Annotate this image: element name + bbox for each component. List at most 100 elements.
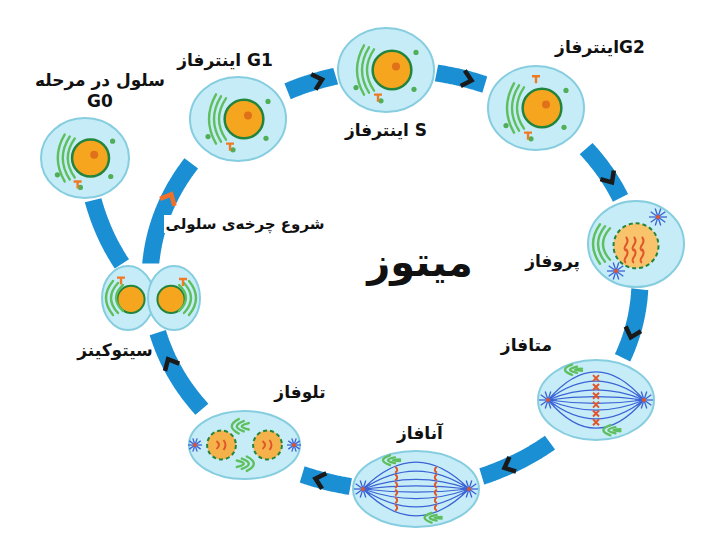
nucleus [373, 51, 412, 90]
centriole [642, 398, 646, 402]
arrow-chevron [160, 194, 174, 206]
cell-node: پروفاز [586, 199, 686, 289]
cell-membrane [41, 118, 129, 198]
centrosome [179, 279, 187, 286]
stage-label: تلوفاز [274, 382, 325, 403]
spindle-fiber [363, 489, 469, 516]
arrow-chevron [311, 74, 322, 89]
arrow-chevron [505, 457, 516, 472]
chromosome [593, 420, 599, 426]
cell-illustration [187, 409, 302, 481]
centrosome [524, 133, 532, 140]
cell-membrane [102, 266, 154, 330]
spindle-fiber [363, 480, 469, 490]
endoplasmic-reticulum [219, 98, 226, 139]
chromosome [593, 393, 599, 399]
chromosome [435, 467, 437, 473]
cycle-connector [158, 333, 202, 410]
arrow-chevron [600, 170, 613, 182]
centrosome [374, 95, 382, 102]
ring-band [151, 163, 192, 263]
chromosome [396, 467, 398, 473]
cell-node: سلول در مرحله G0 [39, 116, 131, 200]
nucleus [522, 89, 561, 128]
centrosome [117, 278, 125, 285]
chromosome [216, 440, 225, 450]
spindle-fiber [548, 400, 644, 419]
spindle-fiber [548, 382, 644, 401]
ring-band [288, 76, 336, 91]
cell-node: اینترفازG2 [486, 64, 586, 152]
organelle-dot [263, 136, 268, 141]
spindle-fiber [363, 462, 469, 489]
cycle-connector [302, 473, 350, 488]
stage-label: پروفاز [525, 251, 580, 272]
endoplasmic-reticulum [435, 517, 442, 519]
cell-illustration [486, 64, 586, 152]
cell-membrane [338, 28, 434, 112]
arrow-chevron [626, 326, 641, 337]
cell-membrane [538, 360, 654, 440]
endoplasmic-reticulum [575, 369, 582, 371]
organelle-dot [503, 123, 508, 128]
endoplasmic-reticulum [68, 138, 75, 177]
ring-band [93, 200, 122, 264]
spindle-fiber [363, 489, 469, 492]
centriole [361, 487, 365, 491]
organelle-dot [55, 172, 60, 177]
edge-label: شروع چرخه‌ی سلولی [164, 215, 327, 233]
cell-membrane [148, 266, 200, 330]
arrow-chevron [165, 359, 179, 371]
centrosome [74, 182, 82, 189]
nucleus [207, 431, 236, 460]
chromosome [435, 475, 437, 481]
ring-band [482, 443, 550, 477]
chromosome [593, 376, 599, 382]
endoplasmic-reticulum [367, 49, 374, 90]
cycle-connector [482, 443, 550, 477]
centrosome [226, 144, 234, 151]
cell-node: سیتوکینز [101, 264, 201, 332]
chromosome [396, 482, 398, 488]
nucleus [72, 140, 109, 177]
centrosome [532, 76, 540, 83]
endoplasmic-reticulum [236, 461, 243, 467]
chromosome [396, 497, 398, 503]
endoplasmic-reticulum [241, 424, 248, 430]
spindle-fiber [548, 400, 644, 428]
chromosome [593, 411, 599, 417]
nucleolus [90, 151, 98, 159]
endoplasmic-reticulum [613, 430, 620, 432]
cycle-connector [623, 289, 641, 358]
chromosome [396, 475, 398, 481]
cell-membrane [190, 77, 286, 161]
centriole [546, 398, 550, 402]
spindle-fiber [548, 390, 644, 400]
chromosome [396, 490, 398, 496]
stage-label: سلول در مرحله G0 [33, 70, 168, 113]
cell-illustration [351, 449, 481, 529]
nucleus [224, 100, 263, 139]
cell-membrane [488, 66, 584, 150]
cell-illustration [39, 116, 131, 200]
stage-label: متافاز [501, 335, 552, 356]
cell-illustration [336, 26, 436, 114]
organelle-dot [412, 87, 417, 92]
spindle-fiber [363, 489, 469, 507]
spindle-fiber [548, 400, 644, 403]
cell-membrane [189, 411, 300, 479]
spindle-fiber [548, 372, 644, 400]
spindle-fiber [363, 471, 469, 489]
organelle-dot [561, 125, 566, 130]
arrow-chevron [315, 473, 326, 488]
organelle-dot [108, 174, 113, 179]
organelle-dot [205, 134, 210, 139]
cell-illustration [586, 199, 686, 289]
chromosome [435, 482, 437, 488]
cell-node: متافاز [536, 358, 656, 442]
endoplasmic-reticulum [179, 285, 186, 311]
organelle-dot [354, 85, 359, 90]
ring-band [158, 333, 202, 410]
nucleolus [392, 63, 400, 71]
endoplasmic-reticulum [603, 228, 610, 260]
